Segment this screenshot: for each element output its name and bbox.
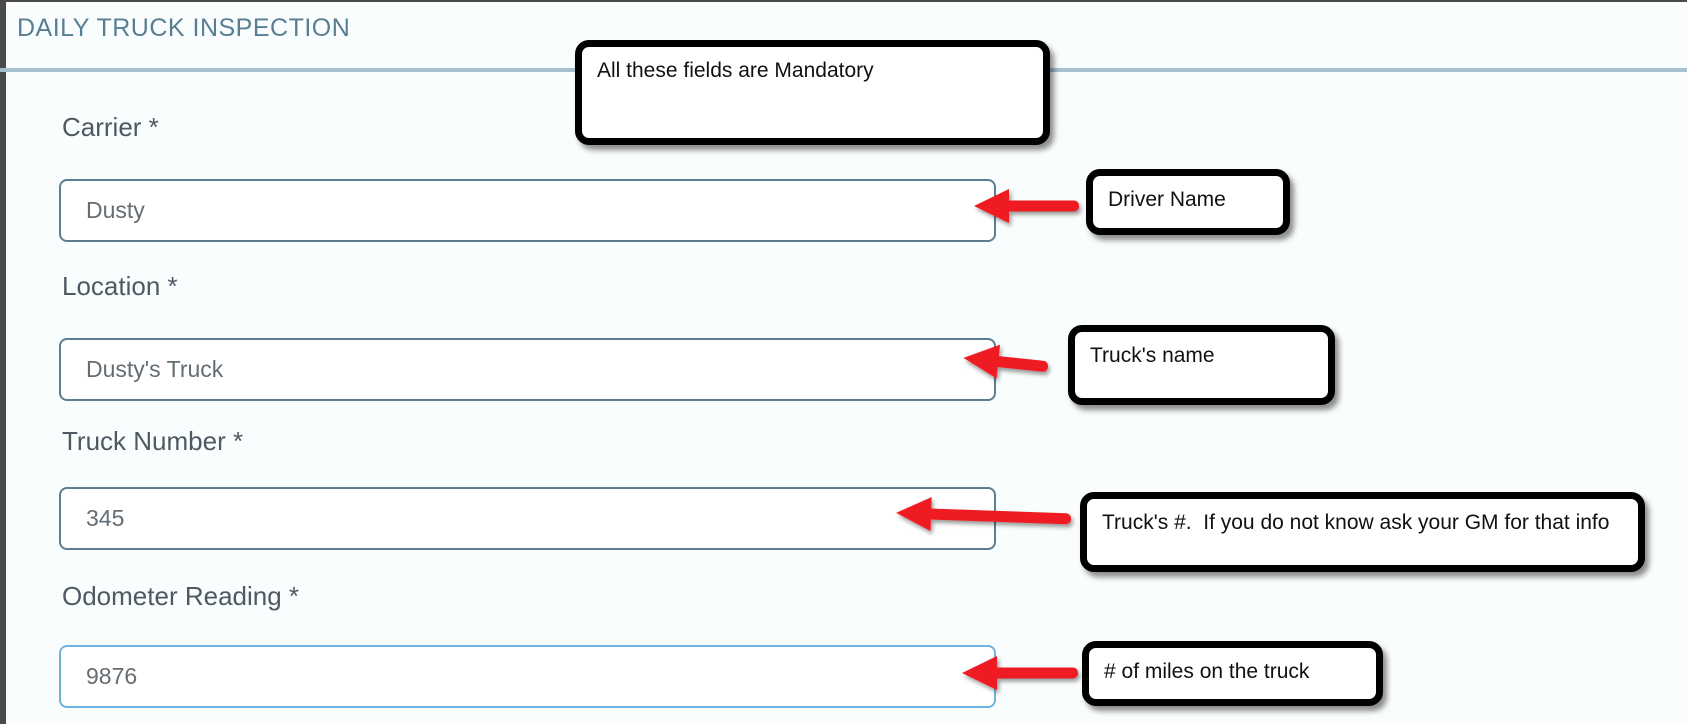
carrier-input[interactable] <box>59 179 996 242</box>
location-input[interactable] <box>59 338 996 401</box>
callout-mandatory-note: All these fields are Mandatory <box>575 40 1050 145</box>
callout-driver-name: Driver Name <box>1086 169 1290 235</box>
truck-number-input[interactable] <box>59 487 996 550</box>
red-arrow-location <box>963 344 1049 379</box>
field-label-location: Location * <box>62 271 178 301</box>
red-arrow-truck-number <box>896 497 1072 532</box>
callout-truck-number-help: Truck's #. If you do not know ask your G… <box>1080 492 1645 572</box>
odometer-input[interactable] <box>59 645 996 708</box>
field-label-truck-number: Truck Number * <box>62 426 244 456</box>
window-left-edge <box>0 0 6 724</box>
field-label-odometer: Odometer Reading * <box>62 581 300 611</box>
callout-odometer-help: # of miles on the truck <box>1082 641 1383 706</box>
window-top-edge <box>0 0 1687 2</box>
callout-trucks-name: Truck's name <box>1068 325 1335 405</box>
page-title: DAILY TRUCK INSPECTION <box>17 14 351 42</box>
red-arrow-odometer <box>962 656 1078 690</box>
red-arrow-carrier <box>974 189 1079 223</box>
field-label-carrier: Carrier * <box>62 112 159 142</box>
